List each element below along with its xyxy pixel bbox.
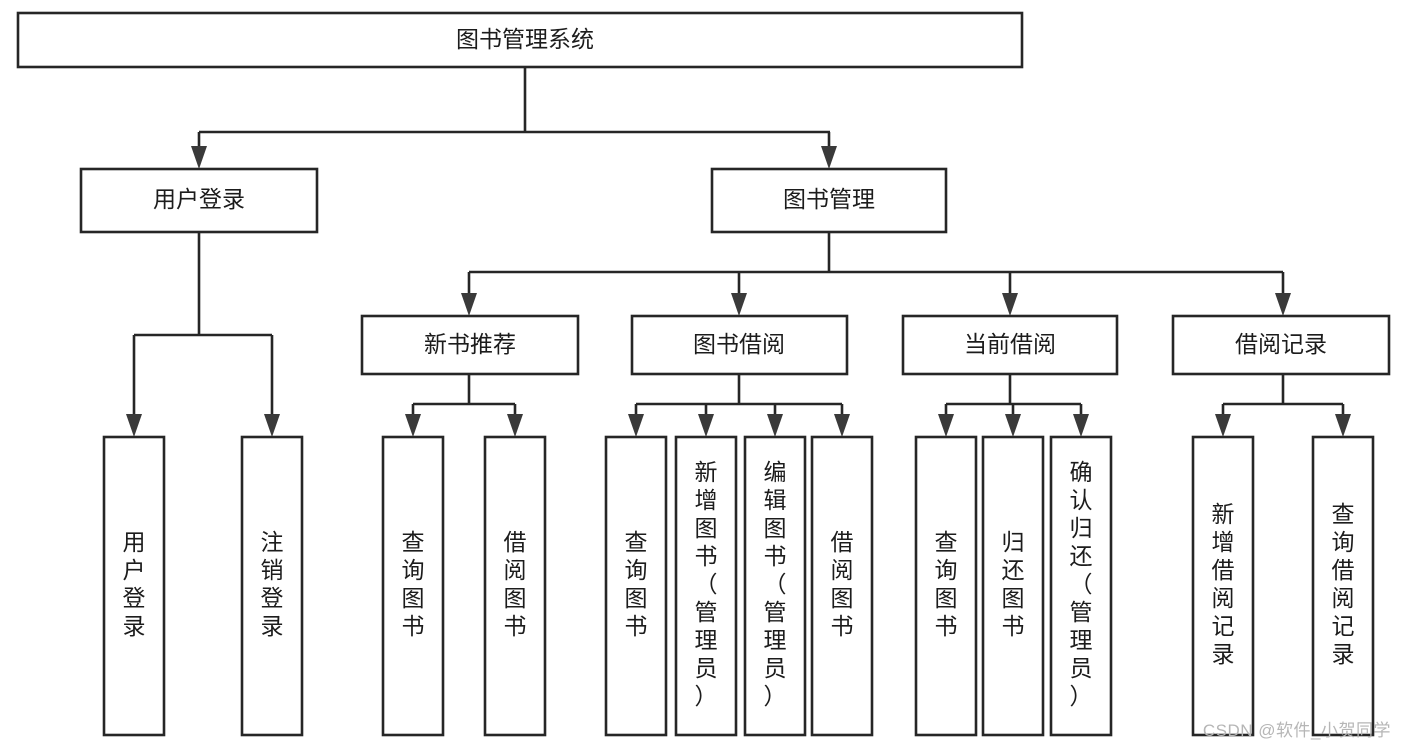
node-leaf-user-login[interactable]: 用户登录	[102, 435, 166, 737]
node-user-login-box[interactable]	[79, 167, 319, 234]
node-root[interactable]: 图书管理系统	[16, 11, 1024, 69]
node-leaf-borrow-book-1-label: 借阅图书	[504, 529, 527, 639]
node-leaf-borrow-book-2-label: 借阅图书	[831, 529, 854, 639]
node-borrow-record-label: 借阅记录	[1235, 331, 1327, 357]
node-leaf-add-book-box[interactable]	[674, 435, 738, 737]
node-current-borrow-box[interactable]	[901, 314, 1119, 376]
node-leaf-borrow-book-2[interactable]: 借阅图书	[810, 435, 874, 737]
node-leaf-add-record[interactable]: 新增借阅记录	[1191, 435, 1255, 737]
node-leaf-query-record-box[interactable]	[1311, 435, 1375, 737]
node-leaf-query-book-2-box[interactable]	[604, 435, 668, 737]
node-leaf-confirm-return-label: 确认归还（管理员）	[1070, 459, 1093, 709]
node-leaf-query-book-1-label: 查询图书	[402, 529, 425, 639]
node-borrow-record-box[interactable]	[1171, 314, 1391, 376]
arrow-head-current-borrow	[1002, 293, 1018, 316]
node-leaf-query-book-3[interactable]: 查询图书	[914, 435, 978, 737]
node-leaf-confirm-return[interactable]: 确认归还（管理员）	[1049, 435, 1113, 737]
arrow-head-leaf-confirm-return	[1073, 414, 1089, 437]
arrow-head-leaf-add-book	[698, 414, 714, 437]
arrow-head-leaf-query-book-3	[938, 414, 954, 437]
connector-group-book-borrow	[628, 374, 850, 437]
node-leaf-query-book-1[interactable]: 查询图书	[381, 435, 445, 737]
node-leaf-borrow-book-2-box[interactable]	[810, 435, 874, 737]
arrow-head-leaf-borrow-book-1	[507, 414, 523, 437]
node-user-login[interactable]: 用户登录	[79, 167, 319, 234]
connector-group-new-book-recommend	[405, 374, 523, 437]
node-leaf-user-logout-label: 注销登录	[261, 529, 284, 639]
node-leaf-borrow-book-1[interactable]: 借阅图书	[483, 435, 547, 737]
arrow-head-leaf-user-login	[126, 414, 142, 437]
node-book-borrow[interactable]: 图书借阅	[630, 314, 849, 376]
node-new-book-recommend[interactable]: 新书推荐	[360, 314, 580, 376]
node-leaf-edit-book[interactable]: 编辑图书（管理员）	[743, 435, 807, 737]
arrow-head-leaf-edit-book	[767, 414, 783, 437]
node-new-book-recommend-box[interactable]	[360, 314, 580, 376]
csdn-watermark: CSDN @软件_小贺同学	[1202, 721, 1391, 740]
node-leaf-add-record-label: 新增借阅记录	[1212, 501, 1235, 667]
node-leaf-query-book-3-label: 查询图书	[935, 529, 958, 639]
node-borrow-record[interactable]: 借阅记录	[1171, 314, 1391, 376]
node-leaf-user-login-box[interactable]	[102, 435, 166, 737]
node-book-manage-box[interactable]	[710, 167, 948, 234]
arrow-head-leaf-borrow-book-2	[834, 414, 850, 437]
node-leaf-query-book-2-label: 查询图书	[625, 529, 648, 639]
arrow-head-book-manage	[821, 146, 837, 169]
node-book-manage[interactable]: 图书管理	[710, 167, 948, 234]
node-leaf-edit-book-label: 编辑图书（管理员）	[764, 459, 787, 709]
connector-group-root	[191, 67, 837, 169]
node-book-manage-label: 图书管理	[783, 186, 875, 212]
node-leaf-confirm-return-box[interactable]	[1049, 435, 1113, 737]
node-user-login-label: 用户登录	[153, 186, 245, 212]
node-leaf-query-record-label: 查询借阅记录	[1332, 501, 1355, 667]
node-root-box[interactable]	[16, 11, 1024, 69]
arrow-head-leaf-query-book-1	[405, 414, 421, 437]
node-leaf-query-record[interactable]: 查询借阅记录	[1311, 435, 1375, 737]
arrow-head-borrow-record	[1275, 293, 1291, 316]
connector-group-user-login	[126, 232, 280, 437]
node-book-borrow-label: 图书借阅	[693, 331, 785, 357]
arrow-head-user-login	[191, 146, 207, 169]
node-root-label: 图书管理系统	[456, 26, 594, 52]
node-new-book-recommend-label: 新书推荐	[424, 331, 516, 357]
node-leaf-user-logout-box[interactable]	[240, 435, 304, 737]
node-current-borrow-label: 当前借阅	[964, 331, 1056, 357]
connector-group-book-manage	[461, 232, 1291, 316]
node-leaf-add-record-box[interactable]	[1191, 435, 1255, 737]
node-current-borrow[interactable]: 当前借阅	[901, 314, 1119, 376]
arrow-head-leaf-query-book-2	[628, 414, 644, 437]
node-leaf-return-book-box[interactable]	[981, 435, 1045, 737]
arrow-head-leaf-return-book	[1005, 414, 1021, 437]
node-leaf-query-book-3-box[interactable]	[914, 435, 978, 737]
arrow-head-leaf-add-record	[1215, 414, 1231, 437]
arrow-head-leaf-query-record	[1335, 414, 1351, 437]
node-leaf-query-book-1-box[interactable]	[381, 435, 445, 737]
node-leaf-add-book[interactable]: 新增图书（管理员）	[674, 435, 738, 737]
node-leaf-query-book-2[interactable]: 查询图书	[604, 435, 668, 737]
node-book-borrow-box[interactable]	[630, 314, 849, 376]
node-leaf-borrow-book-1-box[interactable]	[483, 435, 547, 737]
connector-group-current-borrow	[938, 374, 1089, 437]
arrow-head-new-book-recommend	[461, 293, 477, 316]
arrow-head-leaf-user-logout	[264, 414, 280, 437]
node-leaf-user-logout[interactable]: 注销登录	[240, 435, 304, 737]
node-leaf-add-book-label: 新增图书（管理员）	[695, 459, 718, 709]
node-leaf-user-login-label: 用户登录	[123, 529, 146, 639]
node-leaf-return-book[interactable]: 归还图书	[981, 435, 1045, 737]
arrow-head-book-borrow	[731, 293, 747, 316]
connector-group-borrow-record	[1215, 374, 1351, 437]
node-leaf-edit-book-box[interactable]	[743, 435, 807, 737]
node-leaf-return-book-label: 归还图书	[1002, 529, 1025, 639]
